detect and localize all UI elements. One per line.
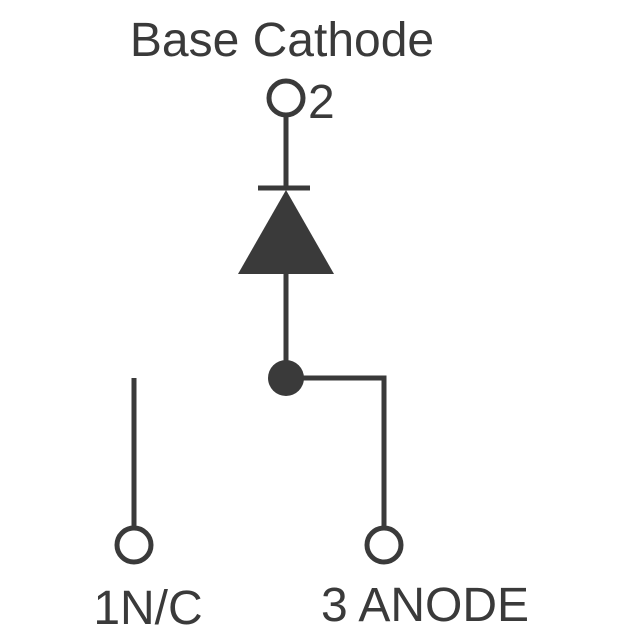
pin-3-terminal <box>364 525 404 565</box>
pin-2-terminal <box>266 78 306 118</box>
pin-2-label: 2 <box>308 76 335 129</box>
pin-3-wire <box>286 375 387 528</box>
pin-1-terminal <box>114 525 154 565</box>
base-cathode-label: Base Cathode <box>130 14 434 67</box>
pin-1-label: 1N/C <box>93 582 202 635</box>
pin-3-label: 3 ANODE <box>321 579 529 632</box>
diode-triangle <box>238 190 334 274</box>
